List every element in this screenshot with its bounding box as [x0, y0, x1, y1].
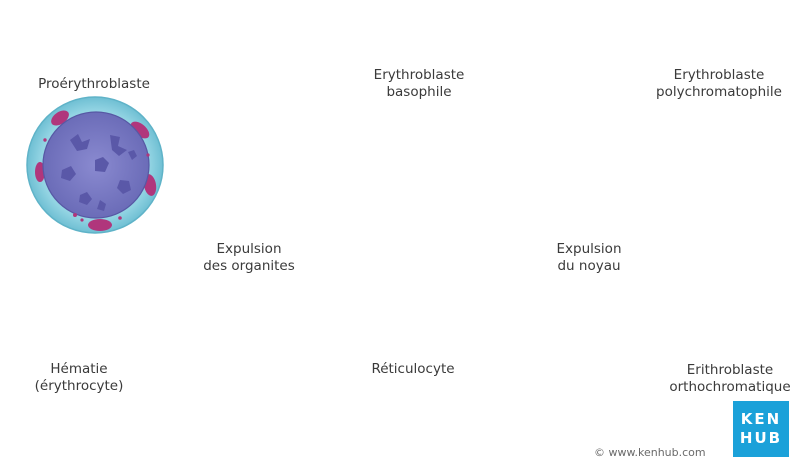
label-polychromatic-line2: polychromatophile — [656, 84, 782, 100]
logo-line1: KEN — [740, 410, 782, 428]
label-basophilic-line1: Erythroblaste — [373, 67, 465, 83]
copyright-text: © www.kenhub.com — [594, 446, 706, 459]
label-polychromatic-line1: Erythroblaste — [673, 67, 765, 83]
label-proerythroblast: Proérythroblaste — [38, 76, 150, 92]
logo-line2: HUB — [739, 429, 783, 447]
label-erythrocyte-line1: Hématie — [50, 361, 108, 377]
label-organelle-expulsion-line1: Expulsion — [216, 241, 282, 257]
kenhub-logo[interactable]: KEN HUB — [733, 401, 789, 457]
label-orthochromatic-line1: Erithroblaste — [686, 362, 774, 378]
label-erythrocyte-line2: (érythrocyte) — [34, 378, 124, 394]
label-reticulocyte: Réticulocyte — [371, 361, 455, 377]
label-orthochromatic-erythroblast: Erithroblaste orthochromatique — [669, 362, 790, 396]
label-polychromatic-erythroblast: Erythroblaste polychromatophile — [656, 67, 782, 101]
label-nucleus-expulsion-line2: du noyau — [557, 258, 621, 274]
label-basophilic-line2: basophile — [386, 84, 452, 100]
label-organelle-expulsion-line2: des organites — [203, 258, 295, 274]
label-basophilic-erythroblast: Erythroblaste basophile — [374, 67, 465, 101]
proerythroblast-cell — [26, 96, 164, 234]
label-erythrocyte: Hématie (érythrocyte) — [35, 361, 124, 395]
label-organelle-expulsion: Expulsion des organites — [203, 241, 295, 275]
label-nucleus-expulsion: Expulsion du noyau — [557, 241, 622, 275]
label-orthochromatic-line2: orthochromatique — [669, 379, 791, 395]
label-nucleus-expulsion-line1: Expulsion — [556, 241, 622, 257]
